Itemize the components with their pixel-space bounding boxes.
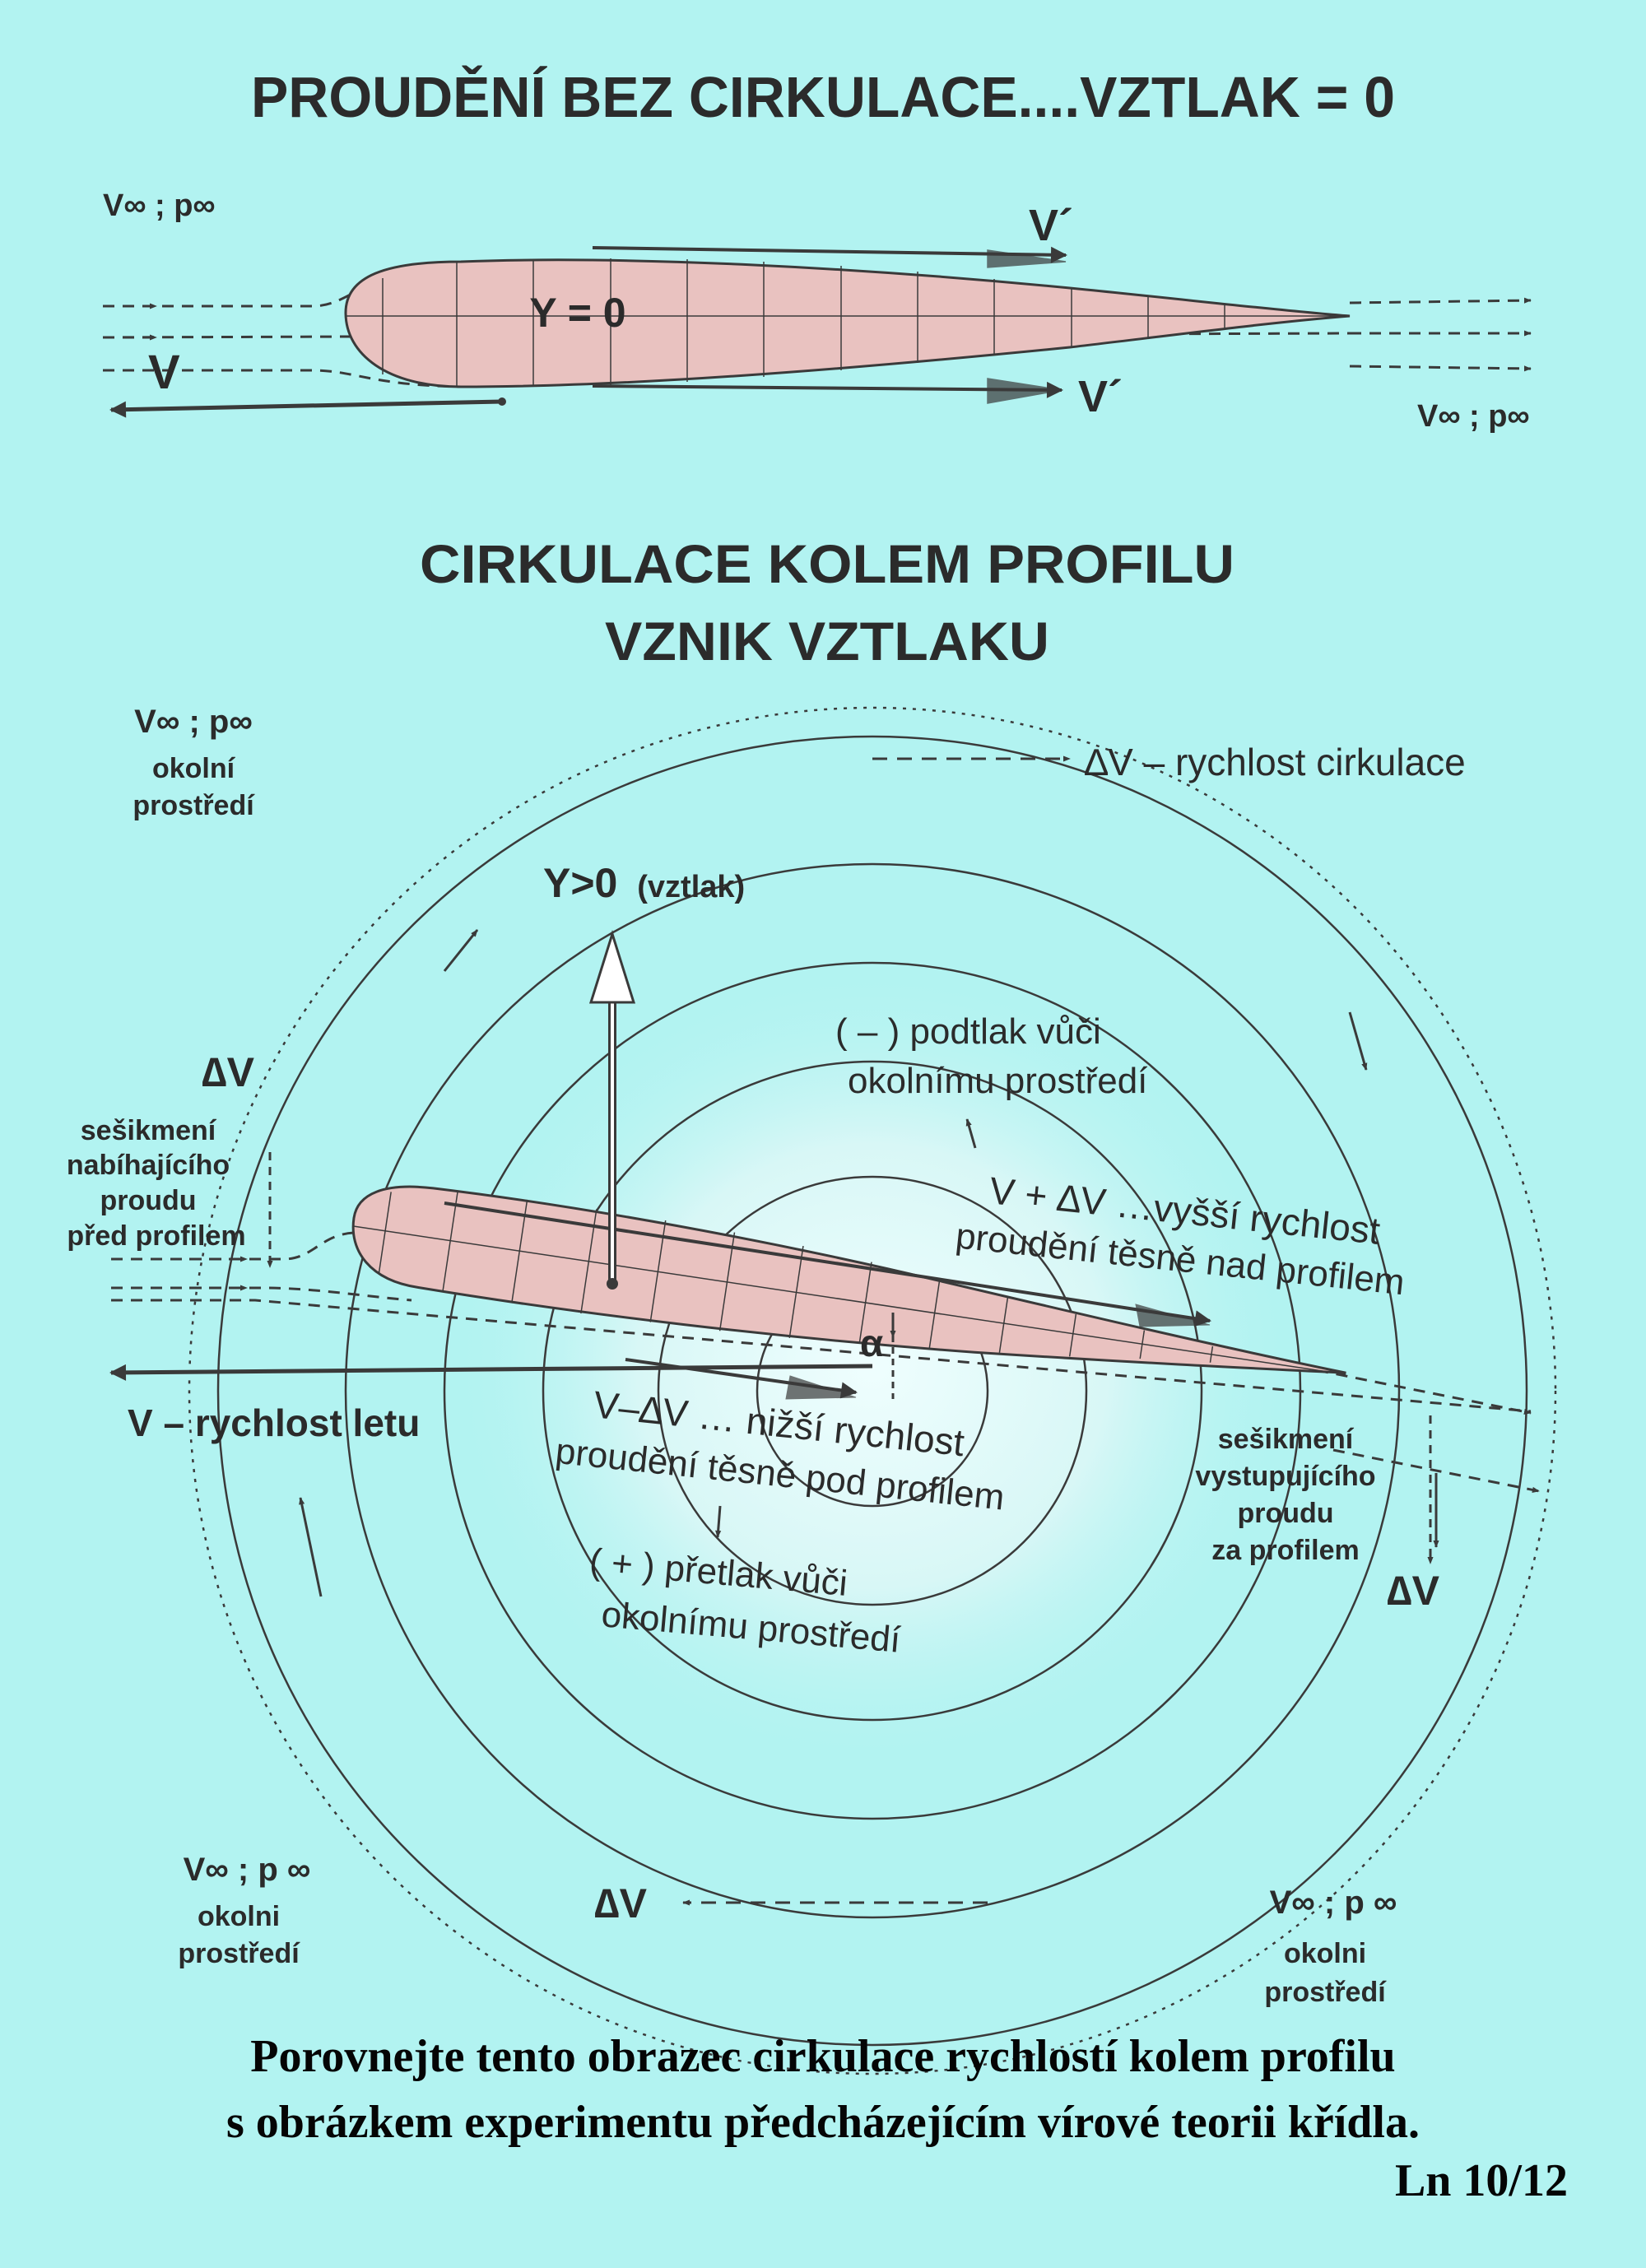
top-freestream-right: V∞ ; p∞ (1417, 399, 1530, 434)
corner-bl-line2: okolni (198, 1901, 280, 1932)
top-freestream-left: V∞ ; p∞ (103, 188, 216, 223)
corner-br-line3: prostředí (1264, 1977, 1387, 2008)
downwash-dv: ∆V (1387, 1568, 1440, 1614)
alpha-label: α (860, 1322, 883, 1364)
top-lift-zero: Y = 0 (529, 290, 625, 336)
circulation-bottom-label: ∆V (594, 1880, 648, 1926)
top-flight-velocity (109, 397, 506, 418)
suction-line2: okolnímu prostředí (848, 1061, 1148, 1101)
circulation-top-label: ∆V – rychlost cirkulace (1085, 741, 1466, 783)
lift-label: Y>0 (vztlak) (543, 860, 745, 906)
bottom-surface-velocities (444, 1201, 1211, 1400)
downwash-line3: proudu (1237, 1498, 1333, 1529)
upwash-line2: nabíhajícího (67, 1150, 230, 1181)
velocity-arrow-icon (109, 399, 503, 418)
upwash-dv: ∆V (202, 1049, 255, 1095)
lift-arrow-icon (588, 929, 636, 1004)
caption-line2: s obrázkem experimentu předcházejícím ví… (226, 2097, 1420, 2148)
corner-tl-line2: okolní (152, 753, 236, 784)
lift-label-main: Y>0 (543, 860, 617, 906)
top-v-prime-lower: V´ (1078, 372, 1123, 421)
top-flight-velocity-label: V (148, 346, 180, 399)
corner-tl-line1: V∞ ; p∞ (134, 704, 253, 740)
upwash-line1: sešikmení (81, 1115, 217, 1146)
corner-bl-line1: V∞ ; p ∞ (184, 1852, 311, 1888)
top-v-prime-upper: V´ (1029, 201, 1073, 250)
bottom-title-line2: VZNIK VZTLAKU (605, 611, 1049, 672)
corner-bl-line3: prostředí (178, 1938, 300, 1969)
top-surface-velocities (592, 246, 1067, 404)
upwash-line4: před profilem (67, 1220, 245, 1252)
caption-line1: Porovnejte tento obrazec cirkulace rychl… (250, 2031, 1396, 2082)
downwash-line2: vystupujícího (1195, 1461, 1375, 1492)
upwash-streamlines (111, 1231, 1540, 1493)
corner-tl-line3: prostředí (133, 790, 255, 821)
bottom-airfoil (351, 1185, 1346, 1375)
top-title: PROUDĚNÍ BEZ CIRKULACE....VZTLAK = 0 (251, 64, 1395, 129)
downwash-line1: sešikmení (1218, 1424, 1355, 1455)
induced-velocity-lines (267, 1152, 1434, 1564)
corner-br-line2: okolni (1284, 1938, 1366, 1969)
lift-label-note: (vztlak) (637, 870, 745, 904)
lift-vector (588, 929, 636, 1290)
circulation-arrows (299, 755, 1439, 1906)
top-airfoil (344, 258, 1351, 388)
circulation-circles (188, 706, 1557, 2075)
corner-br-line1: V∞ ; p ∞ (1270, 1885, 1397, 1921)
downwash-line4: za profilem (1211, 1535, 1359, 1566)
upwash-line3: proudu (100, 1185, 196, 1216)
bottom-flight-velocity (109, 1364, 873, 1381)
page-reference: Ln 10/12 (1394, 2155, 1568, 2206)
bottom-title-line1: CIRKULACE KOLEM PROFILU (420, 533, 1234, 594)
suction-line1: ( – ) podtlak vůči (835, 1011, 1101, 1052)
bottom-flight-velocity-label: V – rychlost letu (128, 1401, 420, 1444)
